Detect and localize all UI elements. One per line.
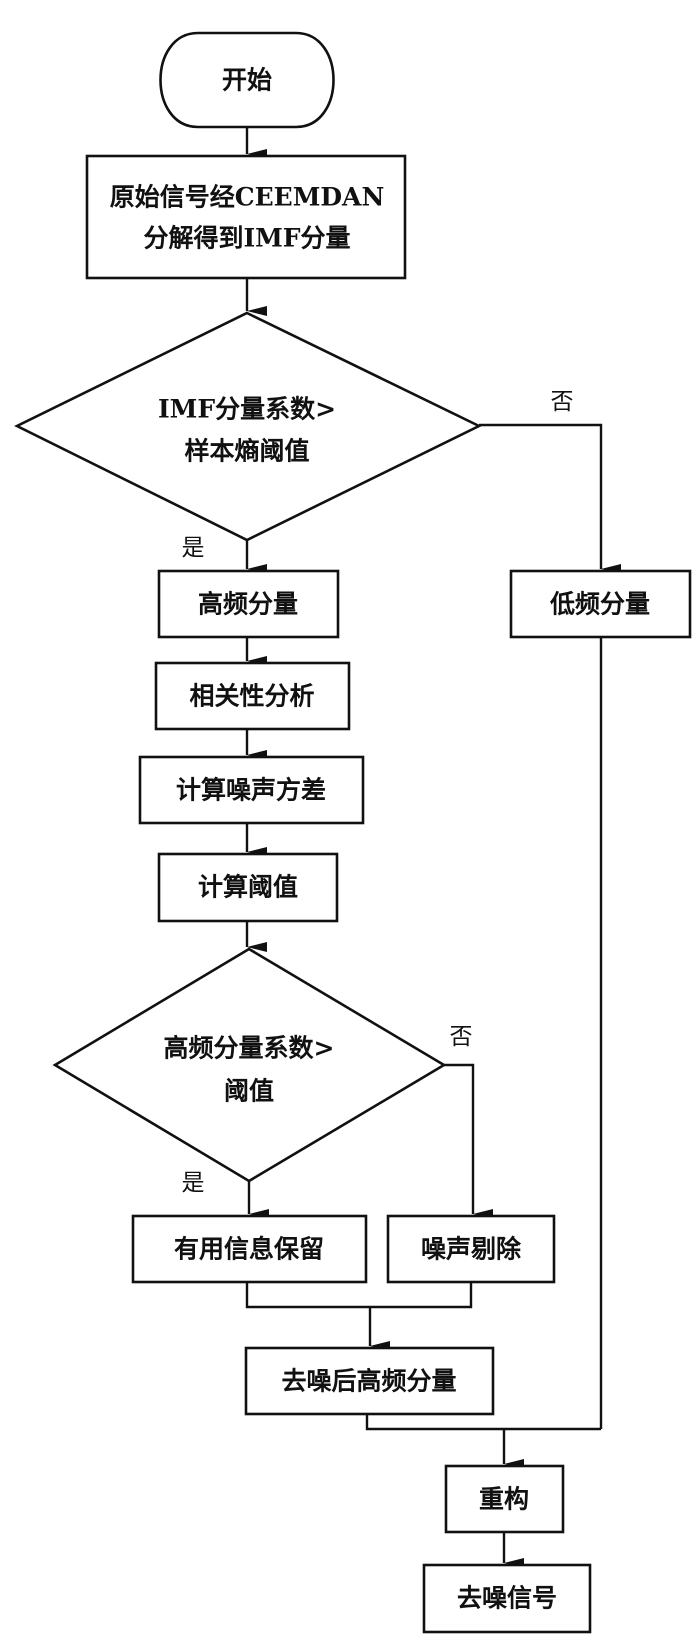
node-decision2-line-2: 阈值 (224, 1077, 274, 1106)
node-noise-var-label: 计算噪声方差 (176, 776, 326, 805)
edge-denoised-high-merge (365, 1414, 601, 1431)
node-correlation-label: 相关性分析 (189, 682, 314, 711)
node-decision1: IMF分量系数> 样本熵阈值 (14, 311, 482, 542)
edges (245, 127, 621, 1568)
node-high-freq-label: 高频分量 (198, 590, 298, 619)
node-low-freq-label: 低频分量 (549, 590, 650, 619)
decision1-yes-label: 是 (182, 535, 205, 561)
edge-merge-outputs (245, 1282, 473, 1309)
node-decision2-line-1: 高频分量系数> (164, 1034, 335, 1063)
node-threshold: 计算阈值 (157, 852, 339, 923)
edge-decision1-low-freq (479, 423, 621, 574)
node-threshold-label: 计算阈值 (198, 873, 298, 902)
node-denoised-high: 去噪后高频分量 (244, 1346, 495, 1416)
node-decision2: 高频分量系数> 阈值 (52, 947, 447, 1183)
edge-decision2-remove-noise (444, 1063, 493, 1219)
node-reconstruct: 重构 (444, 1464, 565, 1534)
node-decompose: 原始信号经CEEMDAN 分解得到IMF分量 (85, 154, 407, 280)
node-reconstruct-label: 重构 (479, 1485, 529, 1514)
node-high-freq: 高频分量 (157, 569, 340, 639)
node-noise-var: 计算噪声方差 (138, 755, 365, 825)
node-start: 开始 (159, 31, 335, 129)
node-output-label: 去噪信号 (457, 1584, 557, 1613)
decision2-no-label: 否 (450, 1024, 473, 1050)
node-start-label: 开始 (222, 66, 272, 95)
node-decision1-line-1: IMF分量系数> (158, 395, 336, 424)
decision2-yes-label: 是 (182, 1170, 205, 1196)
node-decompose-line-2: 分解得到IMF分量 (143, 224, 350, 253)
node-decision1-line-2: 样本熵阈值 (184, 437, 309, 466)
node-keep-info-label: 有用信息保留 (174, 1235, 324, 1264)
node-output: 去噪信号 (422, 1563, 592, 1634)
node-denoised-high-label: 去噪后高频分量 (281, 1367, 456, 1396)
decision1-no-label: 否 (551, 389, 574, 415)
node-low-freq: 低频分量 (509, 569, 692, 639)
node-correlation: 相关性分析 (154, 661, 351, 731)
node-remove-noise-label: 噪声剔除 (421, 1235, 522, 1264)
node-decompose-line-1: 原始信号经CEEMDAN (110, 183, 385, 212)
node-remove-noise: 噪声剔除 (386, 1214, 556, 1284)
node-keep-info: 有用信息保留 (131, 1214, 368, 1284)
